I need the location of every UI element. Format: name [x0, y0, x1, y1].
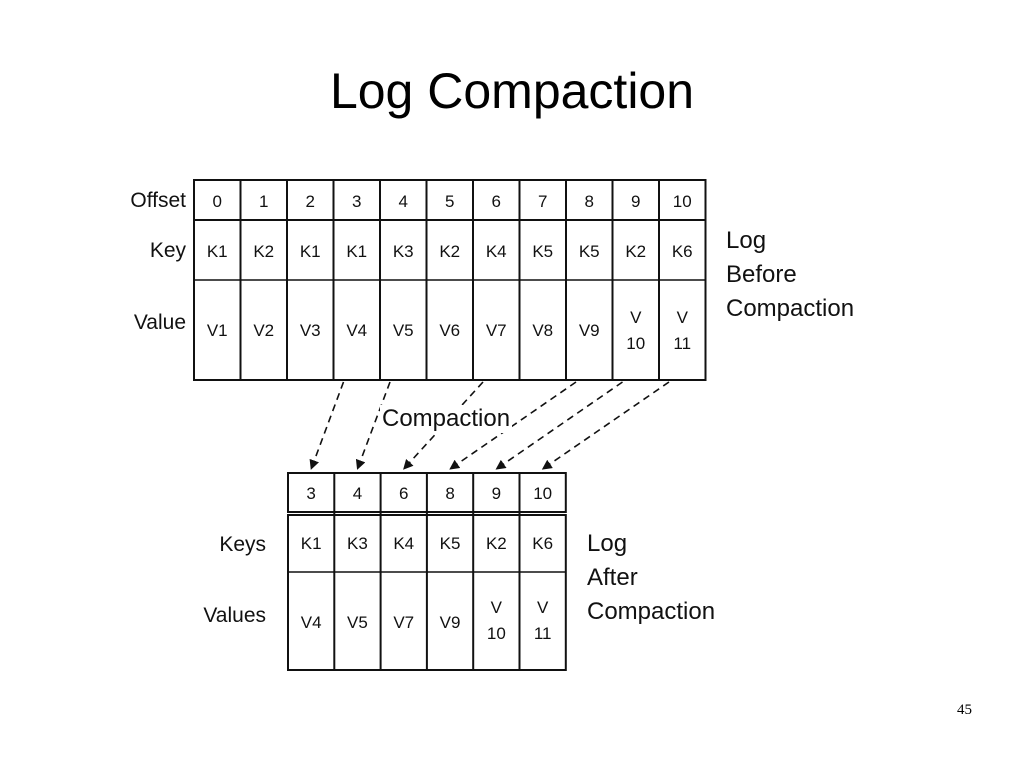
after-key-cell: K4 — [393, 534, 414, 553]
compaction-arrow — [309, 381, 345, 470]
before-offset-cell: 2 — [306, 192, 315, 211]
before-value-cell: V9 — [579, 321, 600, 340]
before-key-cell: K2 — [439, 242, 460, 261]
before-offset-cell: 3 — [352, 192, 361, 211]
page-number: 45 — [957, 702, 972, 718]
before-value-cell: V — [630, 308, 642, 327]
before-key-cell: K3 — [393, 242, 414, 261]
before-value-cell: V8 — [532, 321, 553, 340]
key-row-label: Key — [149, 239, 186, 262]
after-offset-cell: 4 — [353, 484, 362, 503]
slide-title: Log Compaction — [329, 63, 695, 119]
after-offset-cell: 8 — [445, 484, 454, 503]
before-offset-cell: 4 — [399, 192, 408, 211]
values-row-label: Values — [203, 604, 266, 627]
before-value-cell: V7 — [486, 321, 507, 340]
after-offset-cell: 9 — [492, 484, 501, 503]
after-value-cell: 10 — [487, 624, 506, 643]
after-key-cell: K3 — [347, 534, 368, 553]
after-offset-cell: 3 — [306, 484, 315, 503]
before-offset-cell: 10 — [673, 192, 692, 211]
before-key-cell: K1 — [300, 242, 321, 261]
before-caption: Log Before Compaction — [726, 224, 854, 326]
after-key-cell: K2 — [486, 534, 507, 553]
after-value-cell: 11 — [534, 624, 552, 643]
before-value-cell: 11 — [673, 334, 691, 353]
after-caption-line: Compaction — [587, 598, 716, 625]
before-value-cell: V1 — [207, 321, 228, 340]
before-value-cell: V5 — [393, 321, 414, 340]
offset-row-label: Offset — [130, 189, 186, 212]
after-key-cell: K1 — [301, 534, 322, 553]
before-key-cell: K5 — [532, 242, 553, 261]
before-key-cell: K5 — [579, 242, 600, 261]
compaction-label: Compaction — [380, 405, 513, 433]
before-value-cell: V6 — [439, 321, 460, 340]
after-caption: Log After Compaction — [587, 527, 715, 629]
before-offset-cell: 0 — [213, 192, 222, 211]
after-value-cell: V — [491, 598, 503, 617]
after-caption-line: After — [587, 564, 638, 591]
compaction-arrow — [495, 381, 623, 470]
before-value-cell: V3 — [300, 321, 321, 340]
before-key-cell: K4 — [486, 242, 507, 261]
after-value-cell: V5 — [347, 613, 368, 632]
after-key-cell: K5 — [440, 534, 461, 553]
before-offset-cell: 5 — [445, 192, 454, 211]
before-key-cell: K1 — [346, 242, 367, 261]
before-value-cell: V — [677, 308, 689, 327]
before-caption-line: Compaction — [726, 295, 855, 322]
after-offset-cell: 6 — [399, 484, 408, 503]
compaction-arrow — [541, 381, 670, 470]
after-value-cell: V9 — [440, 613, 461, 632]
before-offset-cell: 1 — [259, 192, 268, 211]
value-row-label: Value — [133, 311, 186, 334]
after-value-cell: V4 — [301, 613, 322, 632]
before-caption-line: Log — [726, 227, 767, 254]
before-key-cell: K2 — [253, 242, 274, 261]
compaction-arrow — [355, 381, 391, 470]
after-key-cell: K6 — [532, 534, 553, 553]
after-offset-cell: 10 — [533, 484, 552, 503]
before-value-cell: 10 — [626, 334, 645, 353]
before-key-cell: K1 — [207, 242, 228, 261]
compaction-arrow — [449, 381, 577, 470]
before-value-cell: V4 — [346, 321, 367, 340]
before-offset-cell: 8 — [585, 192, 594, 211]
after-value-cell: V7 — [393, 613, 414, 632]
before-offset-cell: 9 — [631, 192, 640, 211]
compaction-arrow — [403, 381, 484, 470]
after-caption-line: Log — [587, 530, 628, 557]
before-offset-cell: 7 — [538, 192, 547, 211]
before-key-cell: K2 — [625, 242, 646, 261]
before-caption-line: Before — [726, 261, 797, 288]
before-value-cell: V2 — [253, 321, 274, 340]
before-key-cell: K6 — [672, 242, 693, 261]
before-offset-cell: 6 — [492, 192, 501, 211]
after-value-cell: V — [537, 598, 549, 617]
keys-row-label: Keys — [219, 533, 266, 556]
